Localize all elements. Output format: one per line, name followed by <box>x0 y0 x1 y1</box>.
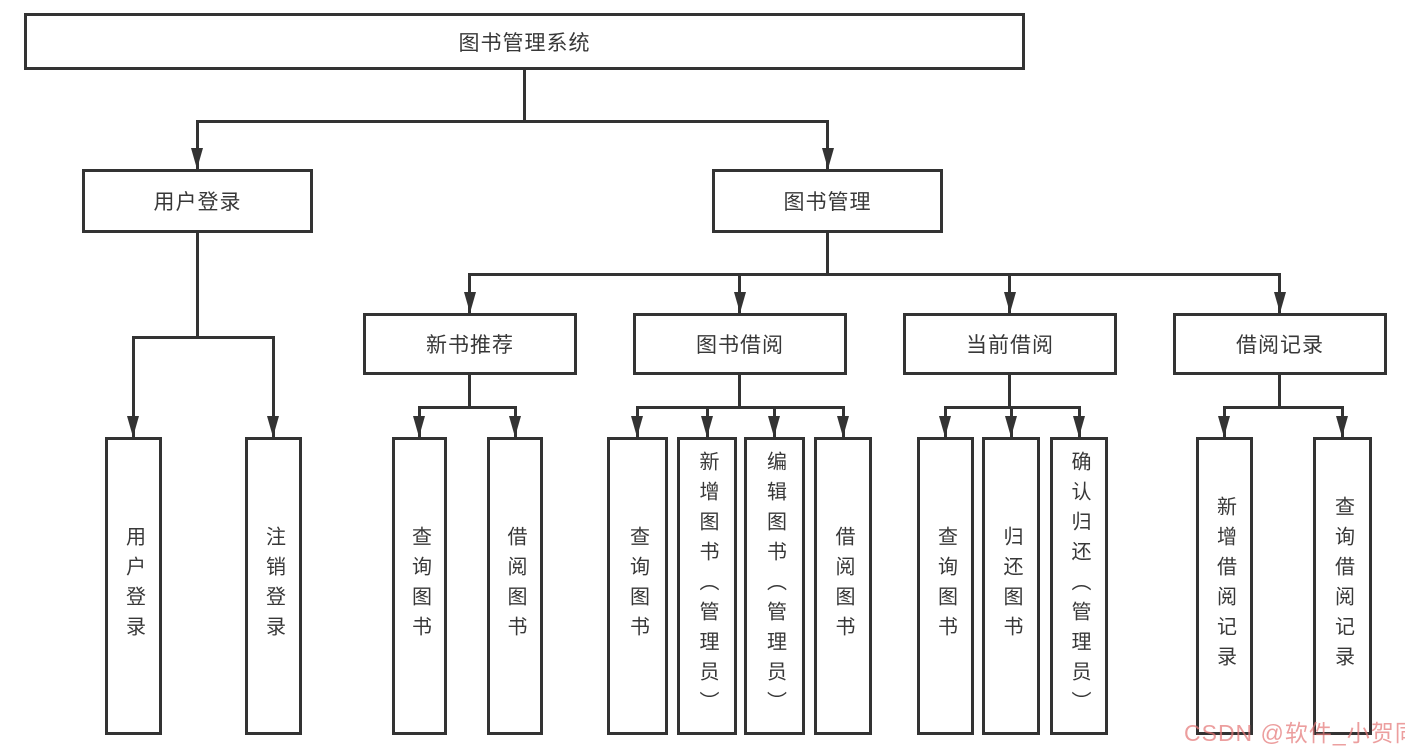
csdn-watermark: CSDN @软件_小贺同学 <box>1184 720 1405 746</box>
connector-group2-rail <box>636 406 844 409</box>
leaf-label: 新增借阅记录 <box>1213 496 1236 676</box>
node-borrowing-records-label: 借阅记录 <box>1236 334 1324 357</box>
arrow-down-icon <box>1336 416 1348 437</box>
leaf-add-books-admin: 新增图书（管理员） <box>677 437 737 735</box>
arrow-down-icon <box>127 416 139 437</box>
connector-login-stem <box>196 233 199 336</box>
arrow-down-icon <box>509 416 521 437</box>
node-book-borrowing-label: 图书借阅 <box>696 334 784 357</box>
node-book-management: 图书管理 <box>712 169 943 233</box>
connector-root-stem <box>523 70 526 120</box>
leaf-user-login: 用户登录 <box>105 437 162 735</box>
arrow-down-icon <box>1004 292 1016 313</box>
connector-login-rail <box>132 336 275 339</box>
connector-to-user-login <box>196 120 199 169</box>
connector-group1-rail <box>418 406 516 409</box>
connector-management-stem <box>826 233 829 273</box>
arrow-down-icon <box>191 148 203 169</box>
arrow-down-icon <box>1274 292 1286 313</box>
node-current-borrowing-label: 当前借阅 <box>966 334 1054 357</box>
node-user-login: 用户登录 <box>82 169 313 233</box>
node-user-login-label: 用户登录 <box>153 191 242 214</box>
node-book-management-label: 图书管理 <box>783 191 872 214</box>
connector-group4-rail <box>1223 406 1343 409</box>
arrow-down-icon <box>1073 416 1085 437</box>
arrow-down-icon <box>768 416 780 437</box>
leaf-edit-books-admin: 编辑图书（管理员） <box>744 437 805 735</box>
leaf-logout: 注销登录 <box>245 437 302 735</box>
leaf-label: 查询图书 <box>626 526 649 646</box>
leaf-add-borrow-record: 新增借阅记录 <box>1196 437 1253 735</box>
leaf-borrow-books: 借阅图书 <box>814 437 872 735</box>
leaf-confirm-return-admin: 确认归还（管理员） <box>1050 437 1108 735</box>
leaf-query-books-current: 查询图书 <box>917 437 974 735</box>
leaf-label: 借阅图书 <box>832 526 854 646</box>
node-current-borrowing: 当前借阅 <box>903 313 1117 375</box>
leaf-label: 新增图书（管理员） <box>696 451 718 721</box>
leaf-label: 查询图书 <box>934 526 957 646</box>
leaf-label: 借阅图书 <box>504 526 526 646</box>
leaf-borrow-books-recommend: 借阅图书 <box>487 437 543 735</box>
leaf-label: 确认归还（管理员） <box>1068 451 1090 721</box>
leaf-query-borrow-record: 查询借阅记录 <box>1313 437 1372 735</box>
arrow-down-icon <box>939 416 951 437</box>
arrow-down-icon <box>267 416 279 437</box>
leaf-query-books-borrow: 查询图书 <box>607 437 668 735</box>
leaf-label: 编辑图书（管理员） <box>763 451 786 721</box>
arrow-down-icon <box>837 416 849 437</box>
connector-level2-rail <box>469 273 1281 276</box>
connector-group4-stem <box>1278 375 1281 406</box>
node-book-borrowing: 图书借阅 <box>633 313 847 375</box>
leaf-label: 查询图书 <box>408 526 431 646</box>
connector-group1-stem <box>468 375 471 406</box>
leaf-user-login-label: 用户登录 <box>122 526 145 646</box>
leaf-return-books: 归还图书 <box>982 437 1040 735</box>
arrow-down-icon <box>1005 416 1017 437</box>
node-root-label: 图书管理系统 <box>458 31 591 55</box>
node-new-book-recommend-label: 新书推荐 <box>426 334 514 357</box>
node-borrowing-records: 借阅记录 <box>1173 313 1387 375</box>
leaf-label: 归还图书 <box>1000 526 1022 646</box>
connector-to-leaf-logout <box>272 336 275 437</box>
arrow-down-icon <box>701 416 713 437</box>
node-new-book-recommend: 新书推荐 <box>363 313 577 375</box>
arrow-down-icon <box>822 148 834 169</box>
connector-group2-stem <box>738 375 741 406</box>
connector-level1-rail <box>196 120 829 123</box>
arrow-down-icon <box>631 416 643 437</box>
arrow-down-icon <box>464 292 476 313</box>
connector-to-book-management <box>826 120 829 169</box>
node-root-library-system: 图书管理系统 <box>24 13 1025 70</box>
arrow-down-icon <box>1218 416 1230 437</box>
leaf-query-books-recommend: 查询图书 <box>392 437 447 735</box>
connector-to-leaf-user-login <box>132 336 135 437</box>
connector-group3-stem <box>1008 375 1011 406</box>
arrow-down-icon <box>413 416 425 437</box>
leaf-logout-label: 注销登录 <box>262 526 285 646</box>
arrow-down-icon <box>734 292 746 313</box>
leaf-label: 查询借阅记录 <box>1331 496 1354 676</box>
